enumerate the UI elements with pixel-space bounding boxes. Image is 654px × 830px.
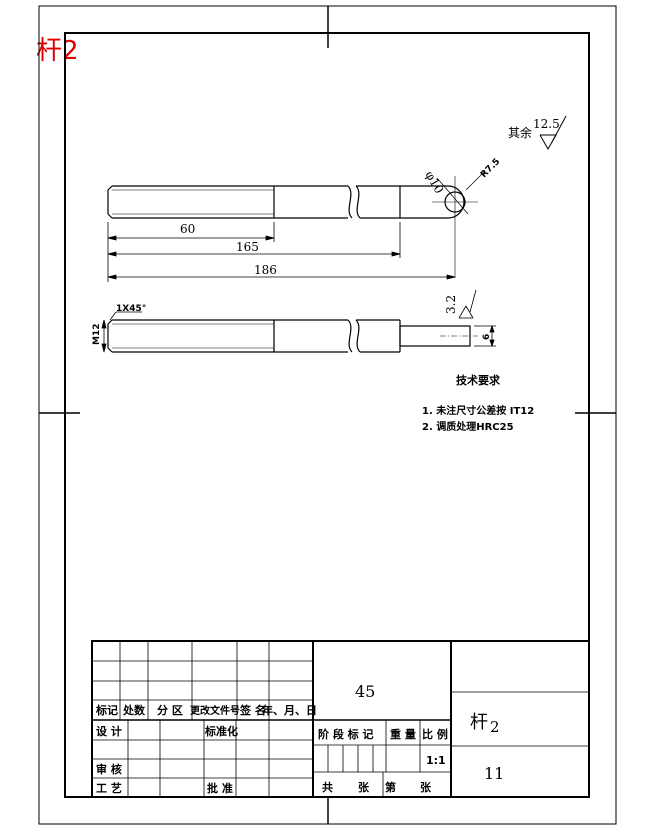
- front-view-dimensions: [107, 222, 456, 282]
- end-radius-label: R7.5: [479, 157, 502, 180]
- label-date: 年、月、日: [262, 703, 317, 717]
- label-review: 审 核: [96, 762, 122, 776]
- drawing-number: 11: [484, 764, 504, 783]
- material-value: 45: [355, 682, 375, 701]
- drawing-corner-title: 杆2: [36, 36, 79, 66]
- title-block-grid: [91, 640, 590, 798]
- thread-size-label: M12: [92, 324, 102, 345]
- side-view: [107, 319, 478, 353]
- roughness-note-label: 其余: [508, 125, 532, 140]
- chamfer-label: 1X45°: [116, 304, 146, 314]
- label-approve: 批 准: [207, 781, 233, 795]
- tech-requirement-item-1: 1. 未注尺寸公差按 IT12: [422, 404, 534, 417]
- dim-length-186: 186: [254, 263, 277, 277]
- label-mark: 标记: [95, 703, 118, 717]
- label-standard: 标准化: [204, 724, 238, 738]
- flat-thickness-label: 6: [482, 334, 492, 340]
- side-roughness-value: 3.2: [444, 295, 458, 314]
- label-sign: 签 名: [239, 703, 266, 717]
- label-sheets: 张: [358, 780, 370, 794]
- label-weight: 重 量: [390, 727, 416, 741]
- part-name: 杆: [470, 712, 488, 733]
- dim-length-165: 165: [236, 240, 259, 254]
- side-view-dimensions: [101, 289, 496, 353]
- label-process: 工 艺: [96, 781, 122, 795]
- label-page: 第: [385, 780, 396, 794]
- roughness-symbol-icon: [539, 134, 557, 151]
- label-count: 处数: [122, 703, 146, 717]
- label-design: 设 计: [96, 724, 122, 738]
- roughness-note-value: 12.5: [533, 117, 560, 131]
- roughness-symbol-tail: [551, 115, 567, 143]
- roughness-note: 其余 12.5: [508, 115, 567, 151]
- front-view: [107, 171, 485, 278]
- label-scale: 比 例: [422, 727, 448, 741]
- label-change-doc: 更改文件号: [190, 704, 240, 717]
- label-zone: 分 区: [157, 703, 183, 717]
- label-total: 共: [322, 780, 333, 794]
- dim-length-60: 60: [180, 222, 195, 236]
- hole-diameter-label: φ10: [422, 169, 446, 197]
- title-block-labels: 标记 处数 分 区 更改文件号 签 名 年、月、日 设 计 标准化 审 核 工 …: [95, 703, 448, 795]
- scale-value: 1:1: [426, 754, 446, 767]
- label-sheet: 张: [420, 780, 432, 794]
- tech-requirements-title: 技术要求: [456, 373, 501, 387]
- part-number: 2: [490, 718, 500, 736]
- tech-requirement-item-2: 2. 调质处理HRC25: [422, 420, 514, 433]
- label-stage-mark: 阶 段 标 记: [318, 727, 374, 741]
